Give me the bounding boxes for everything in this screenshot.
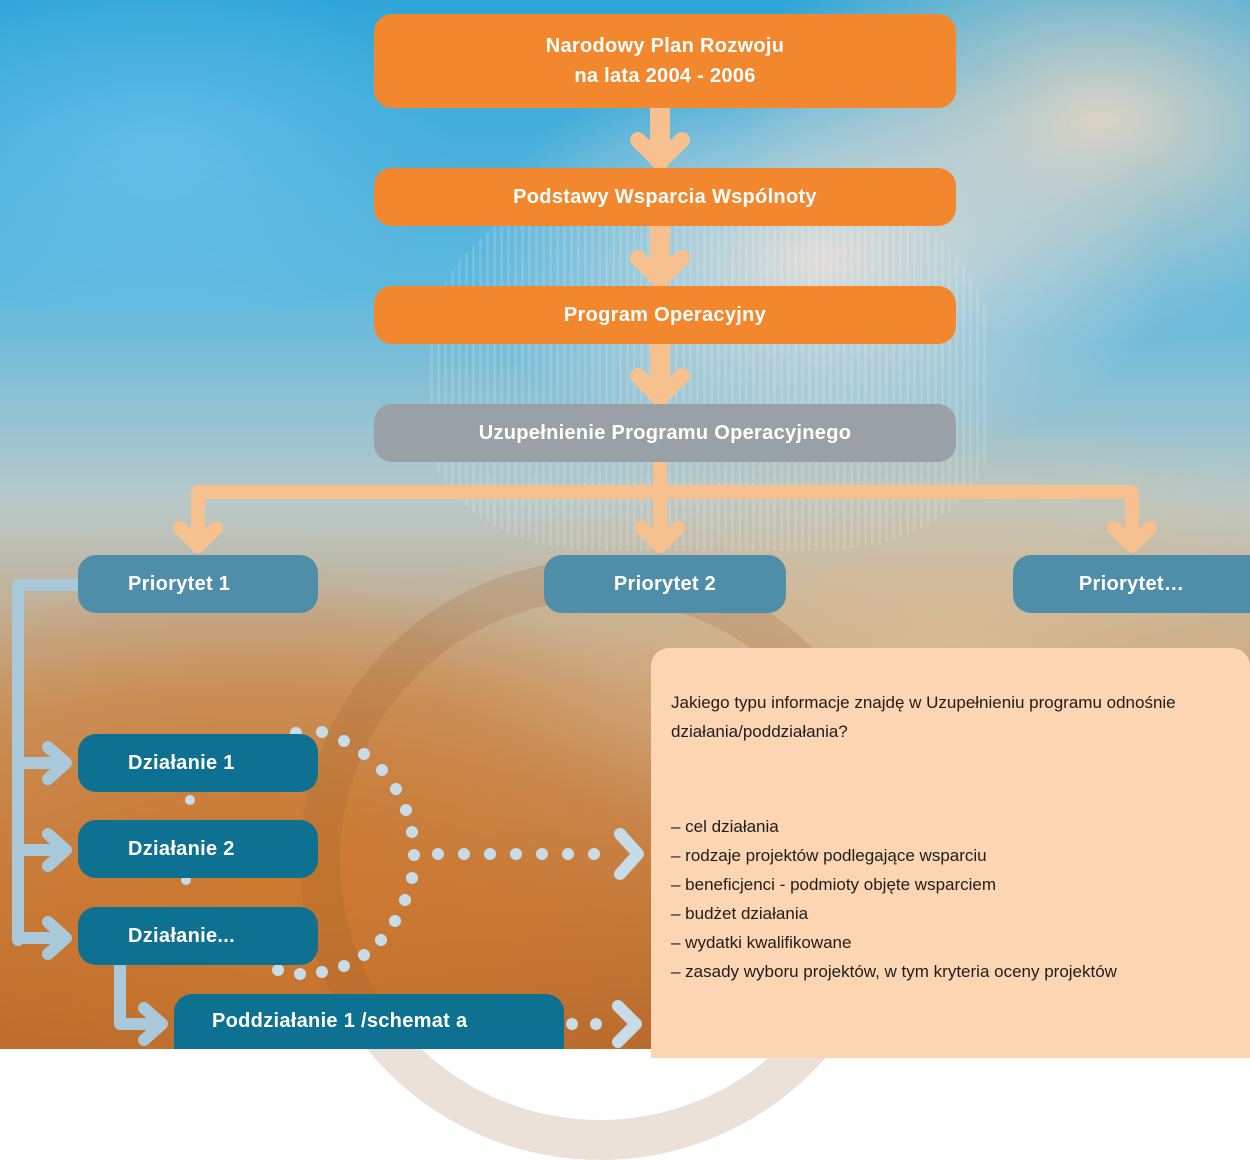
- info-item-rodzaje: – rodzaje projektów podlegające wsparciu: [671, 846, 987, 865]
- node-uzupelnienie-label: Uzupełnienie Programu Operacyjnego: [478, 421, 852, 444]
- node-plan-line-1: Narodowy Plan Rozwoju: [545, 35, 785, 57]
- dotted-ring: [181, 726, 420, 980]
- connector-poddzialanie: [114, 959, 164, 1030]
- arrowhead-dzialanie-3: [42, 916, 72, 960]
- node-priorytet-1[interactable]: Priorytet 1: [78, 555, 318, 613]
- arrowhead-dzialanie-1: [42, 741, 72, 785]
- node-poddzialanie-1[interactable]: Poddziałanie 1 /schemat a: [174, 994, 564, 1049]
- node-program-label: Program Operacyjny: [563, 303, 767, 326]
- info-item-cel: – cel działania: [671, 817, 779, 836]
- node-podstawy-wsparcia[interactable]: Podstawy Wsparcia Wspólnoty: [374, 168, 956, 226]
- info-item-zasady: – zasady wyboru projektów, w tym kryteri…: [671, 962, 1117, 981]
- node-priorytet-3-label: Priorytet…: [1078, 572, 1185, 595]
- node-dzialanie-1[interactable]: Działanie 1: [78, 734, 318, 792]
- dotted-arrow-lower: [566, 1018, 602, 1030]
- node-dzialanie-1-label: Działanie 1: [128, 751, 235, 774]
- node-podstawy-label: Podstawy Wsparcia Wspólnoty: [513, 185, 817, 208]
- node-plan-line-2: na lata 2004 - 2006: [574, 65, 756, 87]
- arrowhead-podstawy-to-program: [630, 250, 690, 288]
- arrowhead-priorytet-2: [635, 521, 685, 553]
- node-poddzialanie-label: Poddziałanie 1 /schemat a: [212, 1010, 468, 1032]
- connector-layer: [12, 96, 1157, 1048]
- node-dzialanie-2-label: Działanie 2: [128, 837, 235, 860]
- info-panel: Jakiego typu informacje znajdę w Uzupełn…: [651, 648, 1250, 1058]
- node-dzialanie-3-label: Działanie...: [128, 924, 235, 947]
- arrowhead-priorytet-1: [173, 521, 223, 553]
- arrowhead-program-to-uzupelnienie: [630, 368, 690, 406]
- arrowhead-dotted-lower: [612, 1000, 642, 1048]
- dotted-arrow-upper: [432, 848, 600, 860]
- node-program-operacyjny[interactable]: Program Operacyjny: [374, 286, 956, 344]
- arrowhead-priorytet-3: [1107, 521, 1157, 553]
- info-list: – cel działania – rodzaje projektów podl…: [671, 812, 1230, 986]
- node-priorytet-2[interactable]: Priorytet 2: [544, 555, 786, 613]
- node-priorytet-1-label: Priorytet 1: [128, 572, 231, 595]
- info-question: Jakiego typu informacje znajdę w Uzupełn…: [671, 693, 1176, 741]
- arrowhead-poddzialanie: [138, 1002, 168, 1046]
- node-priorytet-3[interactable]: Priorytet…: [1013, 555, 1250, 613]
- arrowhead-dzialanie-2: [42, 828, 72, 872]
- info-item-wydatki: – wydatki kwalifikowane: [671, 933, 852, 952]
- node-narodowy-plan-rozwoju[interactable]: Narodowy Plan Rozwoju na lata 2004 - 200…: [374, 14, 956, 108]
- info-item-budzet: – budżet działania: [671, 904, 809, 923]
- node-uzupelnienie-programu[interactable]: Uzupełnienie Programu Operacyjnego: [374, 404, 956, 462]
- node-priorytet-2-label: Priorytet 2: [613, 572, 717, 595]
- arrowhead-dotted-upper: [614, 828, 644, 880]
- info-item-beneficjenci: – beneficjenci - podmioty objęte wsparci…: [671, 875, 997, 894]
- arrowhead-plan-to-podstawy: [630, 132, 690, 170]
- connector-priorytet-1-spine: [12, 579, 84, 946]
- node-dzialanie-3[interactable]: Działanie...: [78, 907, 318, 965]
- node-dzialanie-2[interactable]: Działanie 2: [78, 820, 318, 878]
